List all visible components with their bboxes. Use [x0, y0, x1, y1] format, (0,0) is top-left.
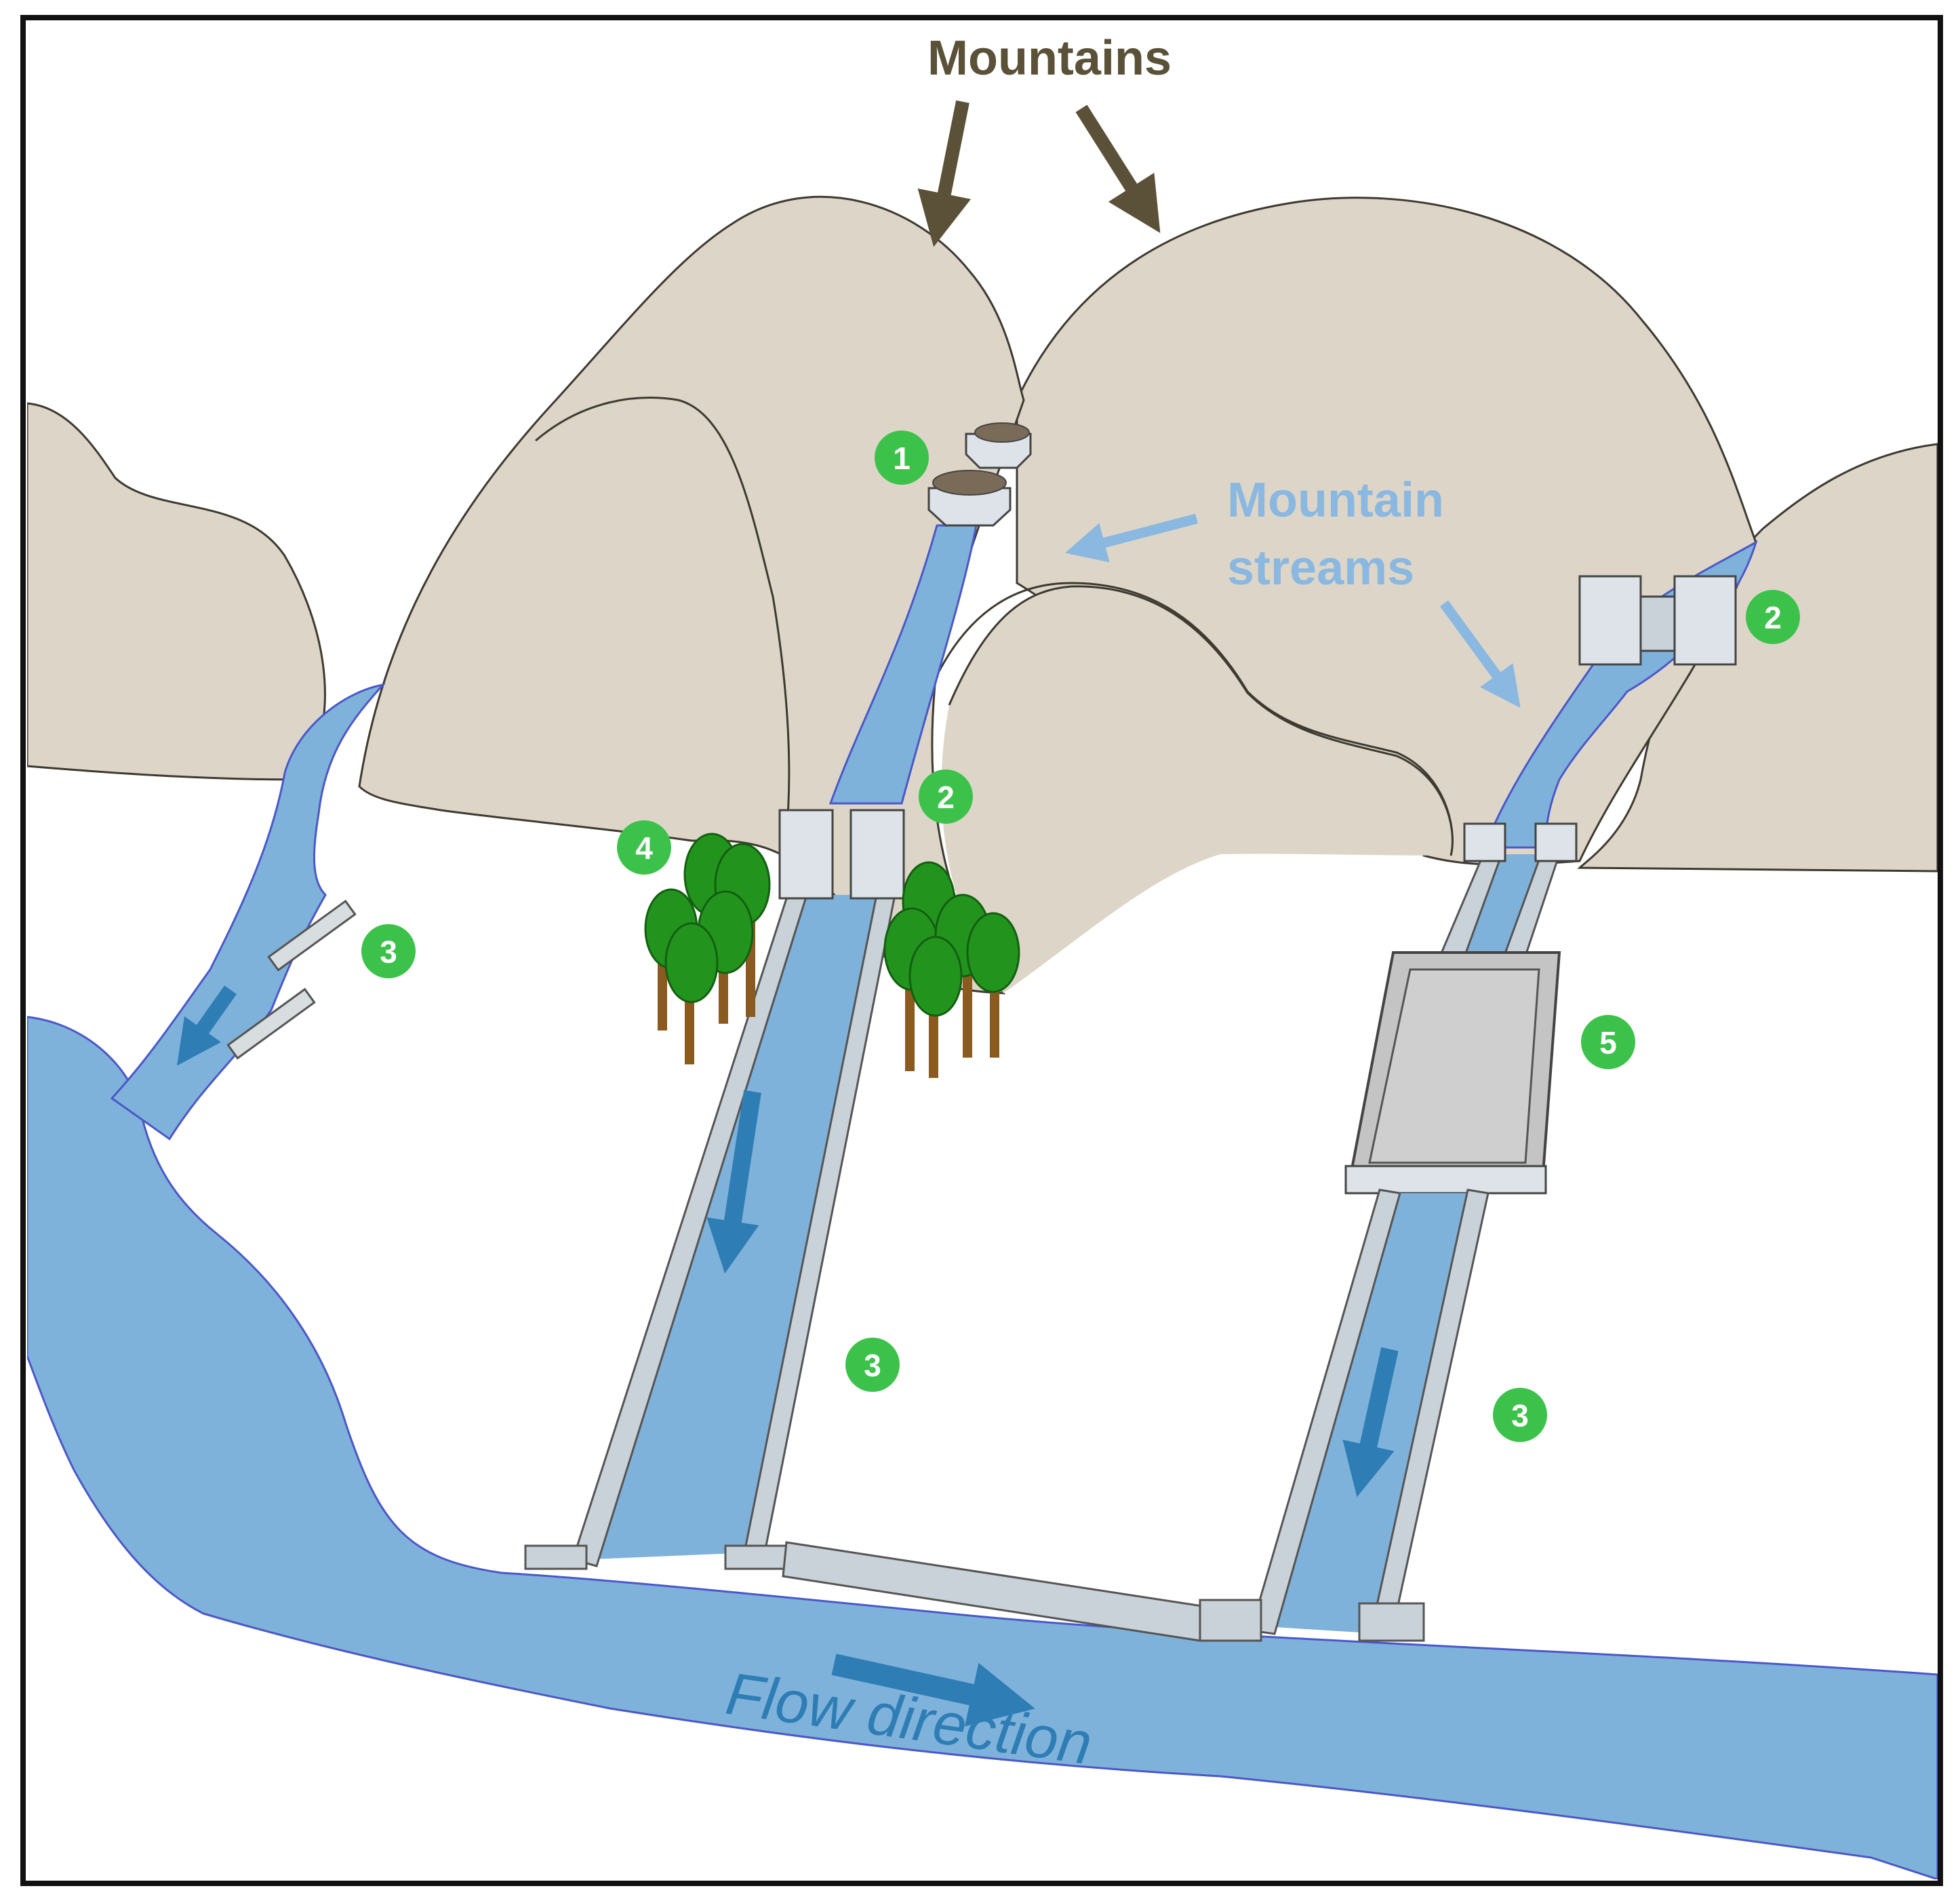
flow-arrow-left-stream: [176, 985, 237, 1066]
right-channel-upper-water: [1458, 854, 1549, 963]
sediment-lower: [932, 470, 1007, 496]
mountains-arrow-left: [917, 100, 972, 247]
dam-right-upper-left: [1578, 575, 1642, 666]
detention-basin-outlet: [1344, 1165, 1547, 1195]
sediment-trap-upper: [965, 433, 1032, 469]
center-channel-foot-right: [724, 1544, 788, 1570]
mountain-streams-label-line1: Mountain: [1227, 473, 1444, 527]
check-dam-left-upper: [267, 900, 357, 972]
badge-4: 4: [617, 820, 671, 875]
right-channel-lower-wall-left: [1249, 1188, 1401, 1635]
tree-group-right: [883, 861, 1020, 1078]
svg-text:1: 1: [893, 441, 911, 476]
svg-text:5: 5: [1599, 1025, 1617, 1060]
flow-arrow-center-channel: [706, 1090, 761, 1274]
svg-text:3: 3: [864, 1348, 881, 1383]
stream-arrow-left: [1064, 513, 1198, 563]
badge-3-center: 3: [845, 1338, 900, 1392]
svg-text:2: 2: [937, 780, 955, 815]
check-dam-left-lower: [226, 988, 316, 1060]
main-river: [27, 1016, 1938, 1879]
mountain-inner-ridge-right-redraw: [948, 585, 1454, 856]
badge-2-right: 2: [1746, 590, 1800, 644]
svg-text:3: 3: [380, 934, 397, 969]
mountain-center-fill-lower: [941, 586, 1453, 993]
badge-1: 1: [875, 431, 929, 485]
badge-5: 5: [1581, 1015, 1635, 1069]
badge-2-center: 2: [919, 769, 973, 824]
center-mountain-stream: [828, 524, 978, 805]
dam-right-lower-left: [1463, 822, 1506, 862]
right-channel-foot-left: [1199, 1599, 1262, 1642]
badge-3-left: 3: [361, 924, 416, 978]
mountains-label: Mountains: [927, 31, 1172, 85]
dam-right-upper-right: [1673, 575, 1737, 666]
mountain-far-left: [27, 402, 326, 781]
svg-text:3: 3: [1511, 1398, 1529, 1433]
dam-center-left: [778, 809, 834, 900]
mountain-inner-ridge-left: [535, 397, 791, 835]
stream-arrow-right: [1439, 600, 1521, 708]
badge-3-right: 3: [1493, 1388, 1547, 1442]
dam-center-right: [849, 809, 905, 900]
svg-text:2: 2: [1764, 600, 1782, 635]
center-channel-foot-left: [524, 1544, 588, 1570]
detention-basin-inner: [1368, 968, 1540, 1164]
dam-right-lower-right: [1534, 822, 1578, 862]
mountains-arrow-right: [1075, 104, 1161, 233]
svg-text:4: 4: [635, 831, 653, 866]
flow-arrow-right-channel: [1342, 1347, 1399, 1498]
right-channel-foot-right: [1358, 1602, 1425, 1642]
mountain-streams-label-line2: streams: [1227, 541, 1414, 595]
flow-arrow-river: [831, 1654, 1035, 1727]
sediment-trap-lower: [927, 487, 1012, 527]
tree-group-left: [644, 833, 771, 1064]
dam-right-upper-slit: [1639, 595, 1676, 652]
sediment-upper: [974, 422, 1030, 443]
